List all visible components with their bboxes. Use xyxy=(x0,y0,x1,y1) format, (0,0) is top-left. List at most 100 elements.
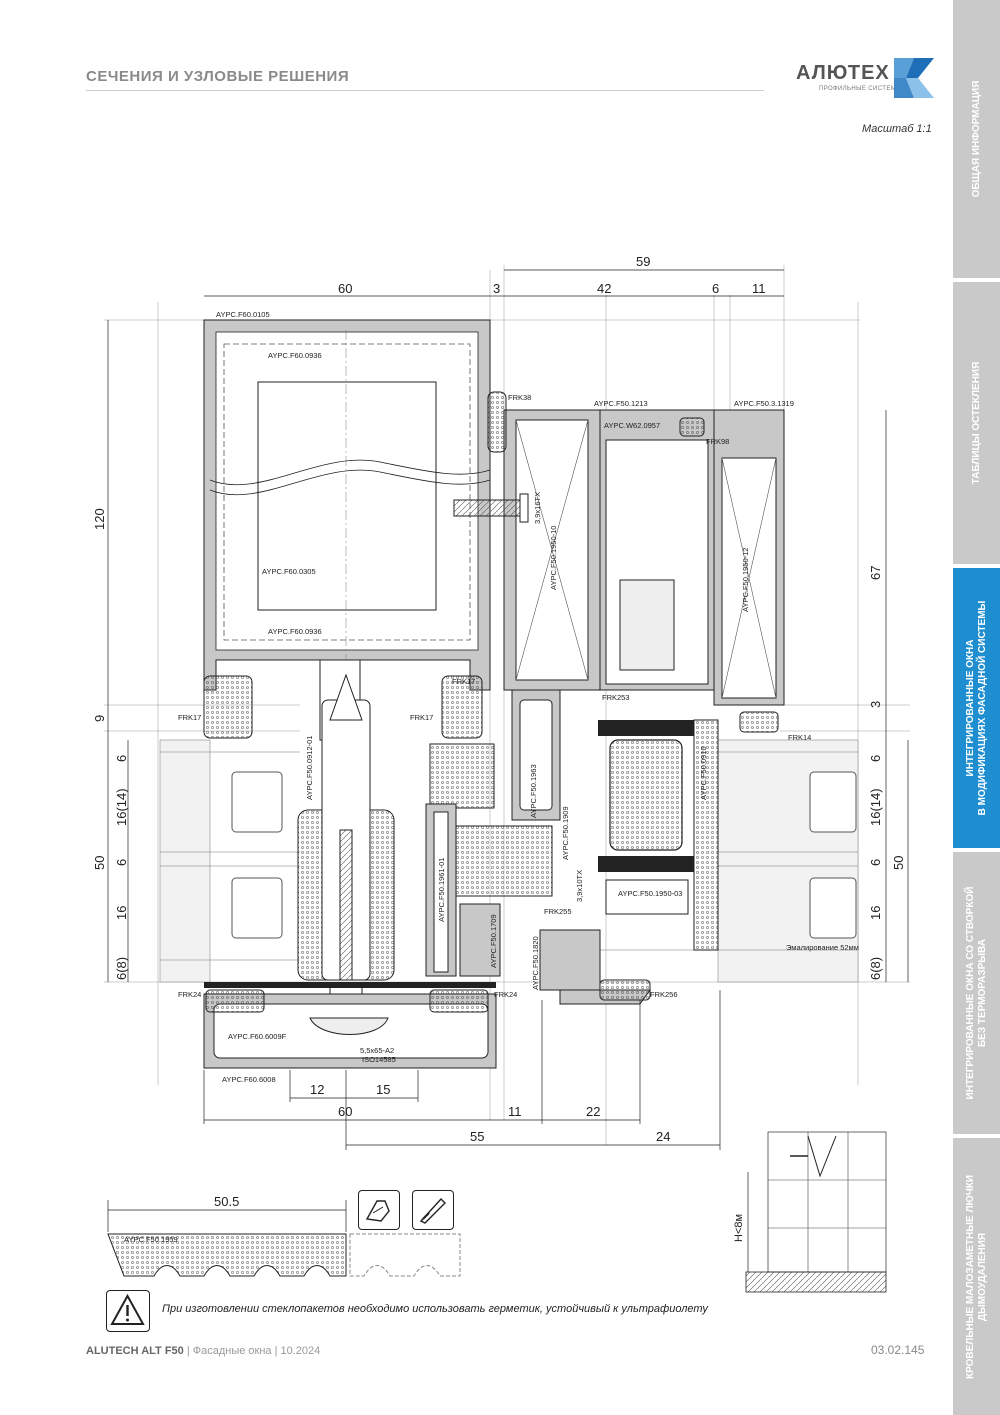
label-screw-1: 3,9x16TX xyxy=(533,492,542,524)
label-profile-0936a: AYPC.F60.0936 xyxy=(268,351,322,360)
label-profile-1950-03: AYPC.F50.1950-03 xyxy=(618,889,682,898)
bottom-dimensions xyxy=(203,990,721,1150)
dim-6-8-left: 6(8) xyxy=(114,957,129,980)
tab-label-line: ИНТЕГРИРОВАННЫЕ ОКНА СО СТВОРКОЙ xyxy=(964,886,976,1100)
knife-icon xyxy=(412,1190,454,1230)
glass-unit-left xyxy=(159,739,300,983)
installation-schematic xyxy=(745,1131,887,1293)
dim-60-bottom: 60 xyxy=(338,1104,352,1119)
tab-label: ОБЩАЯ ИНФОРМАЦИЯ xyxy=(970,80,982,198)
label-screw-2: 3,9x10TX xyxy=(575,870,584,902)
label-seal-frk24b: FRK24 xyxy=(494,990,517,999)
scale-label: Масштаб 1:1 xyxy=(862,123,932,135)
dim-42: 42 xyxy=(597,281,611,296)
top-dimensions xyxy=(204,269,784,297)
dim-50-right: 50 xyxy=(891,856,906,870)
dim-9: 9 xyxy=(92,715,107,722)
vent-leaf-profile xyxy=(503,409,785,706)
section-sidebar: ОБЩАЯ ИНФОРМАЦИЯ ТАБЛИЦЫ ОСТЕКЛЕНИЯ ИНТЕ… xyxy=(953,0,1000,1415)
tab-general-info[interactable]: ОБЩАЯ ИНФОРМАЦИЯ xyxy=(953,0,1000,282)
reference-lines xyxy=(104,265,910,1145)
label-seal-frk17c: FRK17 xyxy=(410,713,433,722)
section-title: СЕЧЕНИЯ И УЗЛОВЫЕ РЕШЕНИЯ xyxy=(86,68,350,85)
pressure-plate xyxy=(203,982,497,1069)
label-seal-frk253: FRK253 xyxy=(602,693,630,702)
label-glazing-note: Эмалирование 52мм xyxy=(786,943,859,952)
dim-55: 55 xyxy=(470,1129,484,1144)
tab-label-line: ДЫМОУДАЛЕНИЯ xyxy=(976,1232,988,1321)
label-profile-1961: AYPC.F50.1961-01 xyxy=(437,858,446,922)
right-dimensions xyxy=(885,410,909,982)
dim-15: 15 xyxy=(376,1082,390,1097)
label-profile-0912: AYPC.F50.0912-01 xyxy=(305,736,314,800)
tab-label-line: БЕЗ ТЕРМОРАЗРЫВА xyxy=(976,939,988,1048)
label-profile-6009f: AYPC.F60.6009F xyxy=(228,1032,287,1041)
label-seal-frk14: FRK14 xyxy=(788,733,811,742)
label-profile-0936b: AYPC.F60.0936 xyxy=(268,627,322,636)
label-profile-6008: AYPC.F60.6008 xyxy=(222,1075,276,1084)
tab-label-line: КРОВЕЛЬНЫЕ МАЛОЗАМЕТНЫЕ ЛЮЧКИ xyxy=(964,1174,976,1379)
detail-dim-50-5: 50.5 xyxy=(214,1194,239,1209)
label-seal-frk17a: FRK17 xyxy=(178,713,201,722)
label-profile-w62: AYPC.W62.0957 xyxy=(604,421,660,430)
label-profile-1909: AYPC.F50.1909 xyxy=(561,806,570,860)
footer-info: ALUTECH ALT F50 | Фасадные окна | 10.202… xyxy=(86,1345,320,1357)
dim-11-top: 11 xyxy=(752,281,766,296)
tab-label: ТАБЛИЦЫ ОСТЕКЛЕНИЯ xyxy=(970,361,982,485)
connection-bolt xyxy=(297,673,395,1001)
dim-16-right: 16 xyxy=(868,906,883,920)
label-seal-frk24a: FRK24 xyxy=(178,990,201,999)
dim-67: 67 xyxy=(868,566,883,580)
warning-icon xyxy=(106,1290,150,1332)
dim-12: 12 xyxy=(310,1082,324,1097)
page-number: 03.02.145 xyxy=(871,1343,925,1357)
dim-6b-left: 6 xyxy=(114,859,129,866)
footer-brand: ALUTECH ALT F50 xyxy=(86,1345,184,1357)
glove-icon xyxy=(358,1190,400,1230)
label-profile-1963: AYPC.F50.1963 xyxy=(529,764,538,818)
section-drawing: 59 60 3 42 6 11 120 9 50 6 16(14) 6 16 6… xyxy=(92,254,910,1293)
glass-unit-right xyxy=(600,739,859,983)
label-height-note: H<8м xyxy=(733,1214,745,1242)
label-seal-frk256: FRK256 xyxy=(650,990,678,999)
logo-subtitle: ПРОФИЛЬНЫЕ СИСТЕМЫ xyxy=(819,86,902,92)
dim-59: 59 xyxy=(636,254,650,269)
dim-24: 24 xyxy=(656,1129,670,1144)
dim-6-8-right: 6(8) xyxy=(868,957,883,980)
seals xyxy=(203,391,779,1013)
dim-50-left: 50 xyxy=(92,856,107,870)
screw-fastener xyxy=(453,493,529,523)
label-profile-0105: AYPC.F60.0105 xyxy=(216,310,270,319)
mullion-profile xyxy=(203,319,491,741)
dim-16-left: 16 xyxy=(114,906,129,920)
footer-meta: | Фасадные окна | 10.2024 xyxy=(183,1345,321,1357)
dim-3-right: 3 xyxy=(868,701,883,708)
label-profile-0305: AYPC.F60.0305 xyxy=(262,567,316,576)
lower-frame xyxy=(425,689,651,1005)
tab-glazing-tables[interactable]: ТАБЛИЦЫ ОСТЕКЛЕНИЯ xyxy=(953,282,1000,568)
dim-60-top: 60 xyxy=(338,281,352,296)
label-profile-1950-12: AYPC.F50.1950-12 xyxy=(741,548,750,612)
label-profile-1959: AYPC.F50.1959 xyxy=(124,1235,178,1244)
label-seal-frk38: FRK38 xyxy=(508,393,531,402)
dim-22: 22 xyxy=(586,1104,600,1119)
tab-label-line: В МОДИФИКАЦИЯХ ФАСАДНОЙ СИСТЕМЫ xyxy=(976,600,988,816)
dim-6a-right: 6 xyxy=(868,755,883,762)
leaf-glass-unit xyxy=(598,719,719,951)
dim-6a-left: 6 xyxy=(114,755,129,762)
logo-mark-icon xyxy=(894,58,934,98)
label-seal-frk255: FRK255 xyxy=(544,907,572,916)
header-divider xyxy=(86,90,764,91)
label-profile-1709: AYPC.F50.1709 xyxy=(489,914,498,968)
dim-6b-right: 6 xyxy=(868,859,883,866)
left-dimensions xyxy=(107,320,129,982)
dim-16-14-left: 16(14) xyxy=(114,788,129,826)
brand-logo: АЛЮТЕХ ПРОФИЛЬНЫЕ СИСТЕМЫ xyxy=(792,56,942,100)
label-seal-frk98: FRK98 xyxy=(706,437,729,446)
